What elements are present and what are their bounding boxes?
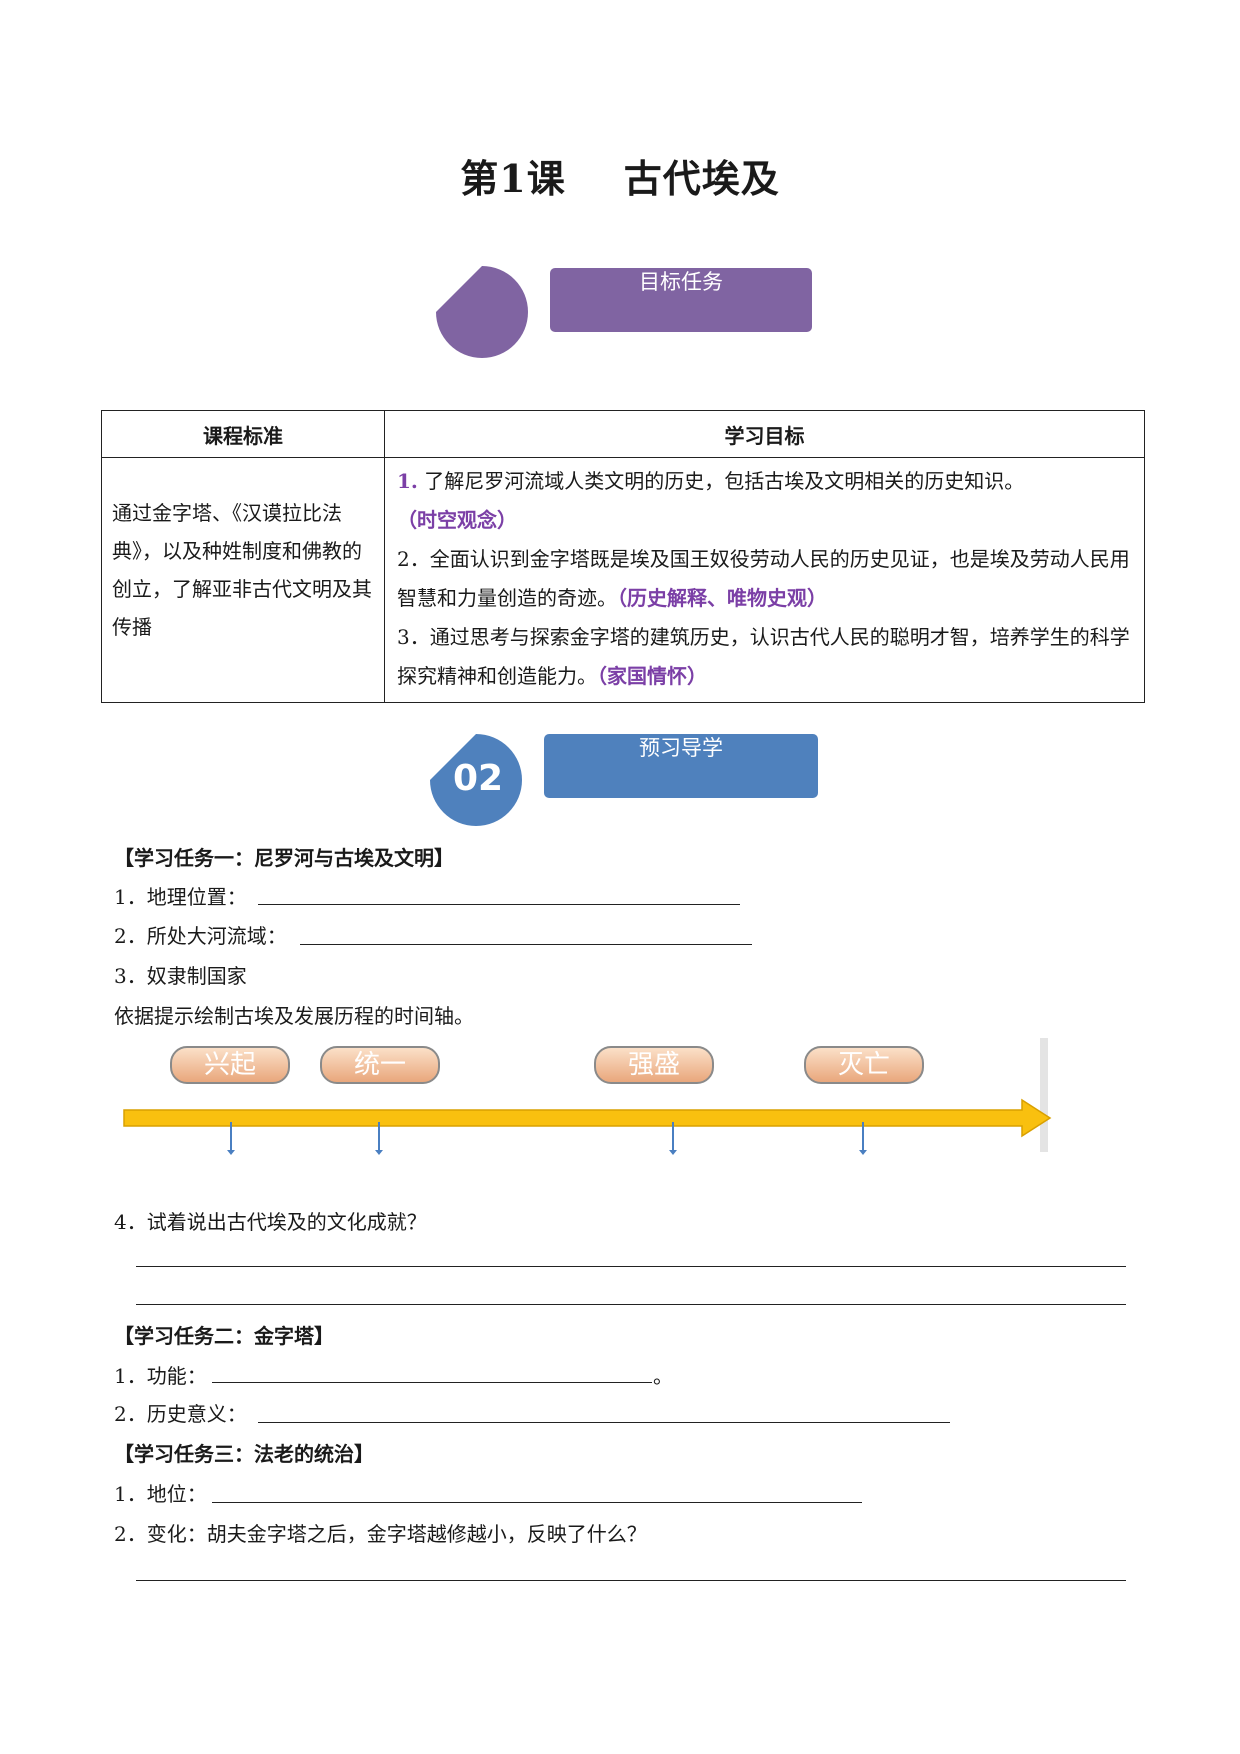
lesson-name: 古代埃及 <box>623 156 780 201</box>
goal-number: 3． <box>397 625 430 649</box>
task1-q4: 4．试着说出古代埃及的文化成就？ <box>114 1210 427 1234</box>
task1-q4-answer-line[interactable] <box>136 1266 1126 1267</box>
task2-q1-answer-line[interactable] <box>212 1382 652 1383</box>
goal-tag: （家国情怀） <box>597 664 707 688</box>
timeline-pill-fall: 灭亡 <box>804 1046 924 1084</box>
task2-q2: 2．历史意义： <box>114 1402 247 1426</box>
table-header-row: 课程标准 学习目标 <box>101 410 1145 458</box>
timeline-pill-unify: 统一 <box>320 1046 440 1084</box>
task1-q2-answer-line[interactable] <box>300 944 752 945</box>
section2-badge: 02 <box>430 734 522 826</box>
timeline-tick <box>669 1122 677 1155</box>
section1-circle-shape <box>436 266 528 358</box>
task2-q2-answer-line[interactable] <box>258 1422 950 1423</box>
task2-q1-end: 。 <box>653 1364 673 1388</box>
timeline-tick <box>227 1122 235 1155</box>
goals-cell: 1. 了解尼罗河流域人类文明的历史，包括古埃及文明相关的历史知识。（时空观念） … <box>384 457 1145 703</box>
page-title: 第1课 古代埃及 <box>0 148 1240 203</box>
task3-heading: 【学习任务三：法老的统治】 <box>114 1442 374 1466</box>
header-standard: 课程标准 <box>101 410 385 458</box>
timeline-tick <box>375 1122 383 1155</box>
task1-q4-answer-line[interactable] <box>136 1304 1126 1305</box>
goal-item: 1. 了解尼罗河流域人类文明的历史，包括古埃及文明相关的历史知识。 （时空观念） <box>397 462 1134 540</box>
goal-number: 2． <box>397 547 430 571</box>
task1-heading: 【学习任务一：尼罗河与古埃及文明】 <box>114 846 454 870</box>
goal-item: 3．通过思考与探索金字塔的建筑历史，认识古代人民的聪明才智，培养学生的科学探究精… <box>397 618 1134 696</box>
goal-text: 了解尼罗河流域人类文明的历史，包括古埃及文明相关的历史知识。 <box>424 469 1025 493</box>
task2-heading: 【学习任务二：金字塔】 <box>114 1324 334 1348</box>
goal-number: 1. <box>397 469 418 493</box>
section2-number: 02 <box>453 758 503 799</box>
task1-q1: 1．地理位置： <box>114 885 247 909</box>
task3-q1: 1．地位： <box>114 1482 207 1506</box>
timeline-pill-rise: 兴起 <box>170 1046 290 1084</box>
section2-label: 预习导学 <box>639 736 723 760</box>
goal-item: 2．全面认识到金字塔既是埃及国王奴役劳动人民的历史见证，也是埃及劳动人民用智慧和… <box>397 540 1134 618</box>
table-row: 通过金字塔、《汉谟拉比法典》，以及种姓制度和佛教的创立，了解亚非古代文明及其传播… <box>101 457 1145 703</box>
timeline-instruction: 依据提示绘制古埃及发展历程的时间轴。 <box>114 1004 474 1028</box>
timeline-edge <box>1040 1038 1048 1152</box>
lesson-number: 第1课 <box>460 156 566 201</box>
goal-text: 通过思考与探索金字塔的建筑历史，认识古代人民的聪明才智，培养学生的科学探究精神和… <box>397 625 1130 688</box>
goal-tag: （时空观念） <box>397 508 517 532</box>
timeline-arrow <box>123 1098 1052 1138</box>
task2-q1: 1．功能： <box>114 1364 207 1388</box>
section2-label-box: 预习导学 <box>544 734 818 798</box>
standard-text: 通过金字塔、《汉谟拉比法典》，以及种姓制度和佛教的创立，了解亚非古代文明及其传播 <box>101 457 385 703</box>
section1-label: 目标任务 <box>639 270 723 294</box>
goal-text: 全面认识到金字塔既是埃及国王奴役劳动人民的历史见证，也是埃及劳动人民用智慧和力量… <box>397 547 1130 610</box>
header-goals: 学习目标 <box>384 410 1145 458</box>
section2-circle-shape <box>430 734 522 826</box>
goal-tag: （历史解释、唯物史观） <box>617 586 827 610</box>
task1-q2: 2．所处大河流域： <box>114 924 287 948</box>
task3-q2: 2．变化：胡夫金字塔之后，金字塔越修越小，反映了什么？ <box>114 1522 647 1546</box>
task3-q2-answer-line[interactable] <box>136 1580 1126 1581</box>
task3-q1-answer-line[interactable] <box>212 1502 862 1503</box>
task1-q3: 3．奴隶制国家 <box>114 964 247 988</box>
timeline-tick <box>859 1122 867 1155</box>
task1-q1-answer-line[interactable] <box>258 904 740 905</box>
timeline-pill-peak: 强盛 <box>594 1046 714 1084</box>
standards-table: 课程标准 学习目标 通过金字塔、《汉谟拉比法典》，以及种姓制度和佛教的创立，了解… <box>101 410 1145 703</box>
section1-label-box: 目标任务 <box>550 268 812 332</box>
section1-badge <box>436 266 528 358</box>
